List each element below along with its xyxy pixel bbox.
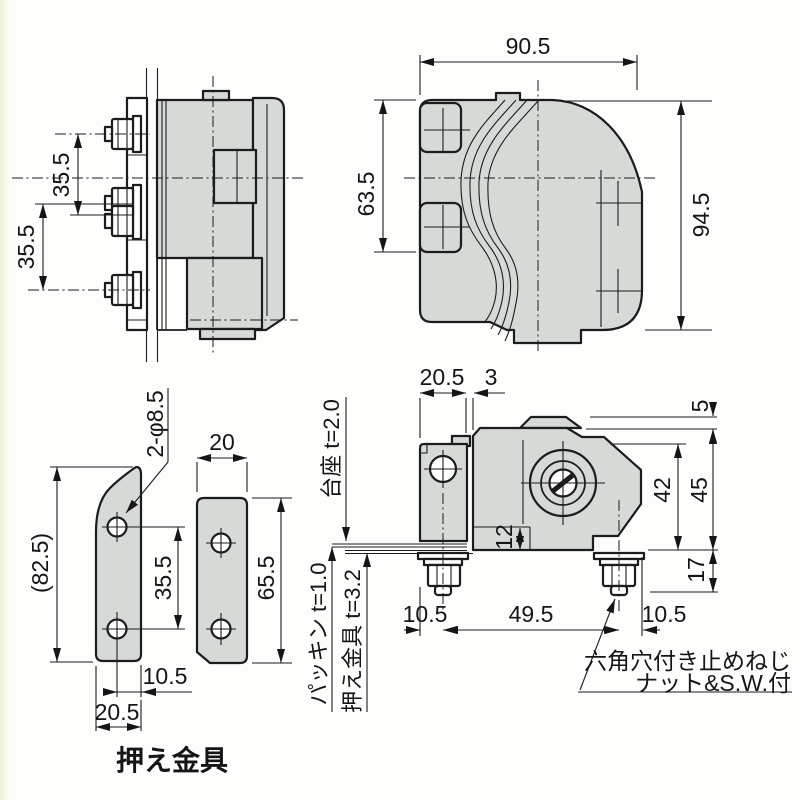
bracket-body-lower	[185, 256, 264, 331]
hole-callout: 2-φ8.5	[142, 390, 168, 457]
dim-bolt-pitch-top: 35.5	[48, 153, 74, 198]
dim-step: 12	[491, 524, 517, 550]
dim-bolt-height: 17	[683, 557, 709, 583]
plates-view: 2-φ8.5 (82.5) 35.5 20 65.5 10.5	[27, 388, 292, 776]
dim-plate2-height: 65.5	[253, 556, 279, 601]
label-packing: パッキン t=1.0	[306, 563, 331, 706]
dim-leg-width: 20.5	[420, 364, 465, 390]
leg-notch	[420, 444, 428, 454]
leader-line	[579, 598, 616, 691]
dim-plate1-width: 20.5	[95, 699, 140, 725]
dim-plate1-height: (82.5)	[27, 533, 53, 593]
groove-line	[478, 99, 528, 336]
dim-bolt-pitch-bottom: 35.5	[13, 225, 39, 270]
plates-caption: 押え金具	[116, 744, 228, 776]
label-daiza: 台座 t=2.0	[319, 399, 344, 499]
top-view: 90.5 63.5 94.5	[353, 33, 714, 352]
screw-note-line1: 六角穴付き止めねじ	[584, 648, 791, 674]
screw-note-line2: ナット&S.W.付	[635, 670, 791, 696]
dim-hole-pitch: 35.5	[150, 556, 176, 601]
dim-right-offset: 10.5	[642, 601, 687, 627]
bolt-middle-double	[103, 183, 143, 241]
groove-line	[469, 99, 517, 330]
groove-line	[487, 100, 539, 342]
dim-top-offset: 5	[687, 400, 713, 413]
dim-total-height: 45	[686, 477, 712, 503]
mount-pad	[418, 101, 463, 154]
label-bracket-thickness: 押え金具 t=3.2	[340, 569, 365, 713]
dim-gap: 3	[485, 364, 498, 390]
dim-right-height: 94.5	[688, 193, 714, 238]
pivot-boss	[521, 441, 605, 525]
scan-edge-tint	[0, 0, 10, 800]
dim-edge-offset: 10.5	[143, 663, 188, 689]
dim-left-offset: 10.5	[403, 601, 448, 627]
top-tab	[201, 89, 231, 102]
dim-top-width: 90.5	[506, 33, 551, 59]
side-view: 35.5 35.5	[12, 68, 303, 362]
leader-line	[125, 461, 169, 514]
back-leaf-top	[518, 415, 583, 430]
keeper-pocket	[212, 148, 258, 205]
dim-left-height: 63.5	[353, 172, 379, 217]
groove-line	[460, 99, 506, 324]
pressing-plate-straight	[195, 496, 249, 665]
dim-bolt-pitch: 49.5	[509, 601, 554, 627]
bottom-tab	[198, 327, 257, 341]
dim-plate2-width: 20	[209, 429, 235, 455]
dim-body-height: 42	[649, 477, 675, 503]
front-view: 20.5 3 5 42 45 17 12 10.5 49.5 10.5 台座 t…	[306, 364, 792, 713]
pressing-plate-curved	[94, 465, 143, 663]
